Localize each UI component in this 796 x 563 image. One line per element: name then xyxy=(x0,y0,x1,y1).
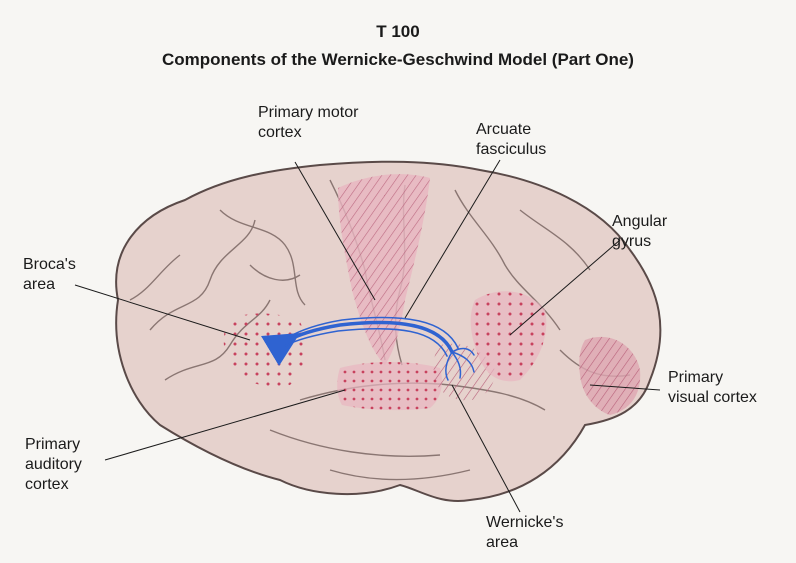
label-wernickes-area-line2: area xyxy=(486,533,563,553)
label-arcuate-fasciculus-line2: fasciculus xyxy=(476,140,546,160)
label-wernickes-area: Wernicke's area xyxy=(486,513,563,553)
label-primary-motor-cortex-line1: Primary motor xyxy=(258,103,358,123)
label-primary-auditory-cortex-line3: cortex xyxy=(25,475,82,495)
label-brocas-area-line2: area xyxy=(23,275,76,295)
label-arcuate-fasciculus-line1: Arcuate xyxy=(476,120,546,140)
label-brocas-area: Broca's area xyxy=(23,255,76,295)
label-primary-auditory-cortex: Primary auditory cortex xyxy=(25,435,82,495)
label-primary-auditory-cortex-line1: Primary xyxy=(25,435,82,455)
label-wernickes-area-line1: Wernicke's xyxy=(486,513,563,533)
label-primary-motor-cortex: Primary motor cortex xyxy=(258,103,358,143)
label-angular-gyrus-line1: Angular xyxy=(612,212,667,232)
label-primary-auditory-cortex-line2: auditory xyxy=(25,455,82,475)
label-primary-visual-cortex-line1: Primary xyxy=(668,368,757,388)
label-primary-visual-cortex: Primary visual cortex xyxy=(668,368,757,408)
label-arcuate-fasciculus: Arcuate fasciculus xyxy=(476,120,546,160)
label-primary-motor-cortex-line2: cortex xyxy=(258,123,358,143)
label-primary-visual-cortex-line2: visual cortex xyxy=(668,388,757,408)
label-brocas-area-line1: Broca's xyxy=(23,255,76,275)
label-angular-gyrus: Angular gyrus xyxy=(612,212,667,252)
label-angular-gyrus-line2: gyrus xyxy=(612,232,667,252)
